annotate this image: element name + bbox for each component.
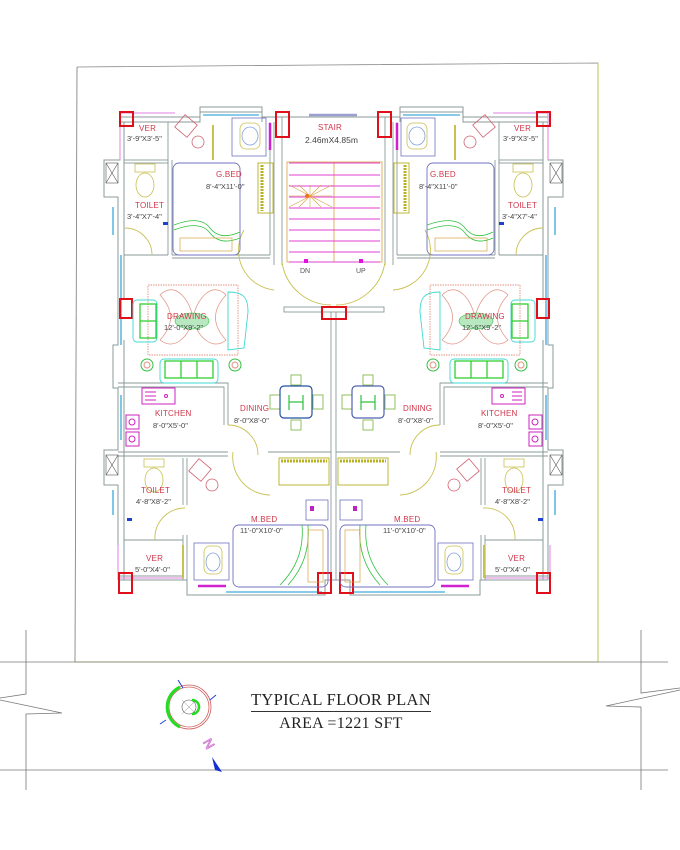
left-g-bed-dimension: 8'-4"X11'-0" bbox=[206, 182, 245, 191]
left-drawing-dimension: 12'-0"X9'-2" bbox=[164, 323, 204, 332]
left-m-bed-dimension: 11'-0"X10'-0" bbox=[240, 526, 283, 535]
left-ver-top-dimension: 3'-9"X3'-5" bbox=[127, 134, 162, 143]
staircase bbox=[286, 161, 383, 263]
right-dining-dimension: 8'-0"X8'-0" bbox=[398, 416, 433, 425]
left-g-bed-label: G.BED bbox=[216, 170, 242, 179]
drawing-room-furniture bbox=[132, 284, 536, 384]
right-drawing-dimension: 12'-6"X9'-2" bbox=[462, 323, 502, 332]
right-ver-top-label: VER bbox=[514, 124, 532, 133]
right-toilet-bottom-dimension: 4'-8"X8'-2" bbox=[495, 497, 530, 506]
north-compass-icon: N bbox=[159, 679, 222, 772]
taps bbox=[127, 222, 543, 521]
wardrobes bbox=[257, 162, 410, 486]
right-ver-bottom-dimension: 5'-0"X4'-0" bbox=[495, 565, 530, 574]
left-toilet-bottom-label: TOILET bbox=[141, 486, 171, 495]
stair-label: STAIR bbox=[318, 123, 342, 132]
left-kitchen-label: KITCHEN bbox=[155, 409, 192, 418]
left-dining-dimension: 8'-0"X8'-0" bbox=[234, 416, 269, 425]
right-toilet-top-label: TOILET bbox=[508, 201, 538, 210]
left-ver-top-label: VER bbox=[139, 124, 157, 133]
stair-down-label: DN bbox=[300, 268, 311, 275]
toilets-fixtures bbox=[134, 163, 534, 493]
right-m-bed-label: M.BED bbox=[394, 515, 421, 524]
stair-up-label: UP bbox=[356, 268, 366, 275]
dining-tables bbox=[269, 374, 396, 431]
stair-dimension: 2.46mX4.85m bbox=[305, 135, 358, 145]
left-ver-bottom-dimension: 5'-0"X4'-0" bbox=[135, 565, 170, 574]
right-g-bed-dimension: 8'-4"X11'-0" bbox=[419, 182, 458, 191]
right-kitchen-dimension: 8'-0"X5'-0" bbox=[478, 421, 513, 430]
interior-walls bbox=[118, 117, 548, 580]
right-kitchen-label: KITCHEN bbox=[481, 409, 518, 418]
door-swings bbox=[124, 125, 544, 578]
right-drawing-label: DRAWING bbox=[465, 312, 505, 321]
right-ver-bottom-label: VER bbox=[508, 554, 526, 563]
beds bbox=[172, 162, 495, 588]
structural-columns bbox=[118, 111, 551, 594]
road-outline bbox=[0, 630, 680, 790]
shafts bbox=[105, 162, 563, 476]
left-toilet-top-dimension: 3'-4"X7'-4" bbox=[127, 212, 162, 221]
drawing-title-block: TYPICAL FLOOR PLAN AREA =1221 SFT bbox=[244, 690, 438, 733]
left-ver-bottom-label: VER bbox=[146, 554, 164, 563]
svg-text:N: N bbox=[200, 736, 218, 752]
left-m-bed-label: M.BED bbox=[251, 515, 278, 524]
left-toilet-bottom-dimension: 4'-8"X8'-2" bbox=[136, 497, 171, 506]
left-toilet-top-label: TOILET bbox=[135, 201, 165, 210]
left-kitchen-dimension: 8'-0"X5'-0" bbox=[153, 421, 188, 430]
armchairs bbox=[174, 114, 496, 492]
right-toilet-top-dimension: 3'-4"X7'-4" bbox=[502, 212, 537, 221]
left-drawing-label: DRAWING bbox=[167, 312, 207, 321]
right-g-bed-label: G.BED bbox=[430, 170, 456, 179]
desks bbox=[193, 117, 474, 588]
left-dining-label: DINING bbox=[240, 404, 270, 413]
right-m-bed-dimension: 11'-0"X10'-0" bbox=[383, 526, 426, 535]
kitchen-fixtures bbox=[125, 387, 543, 447]
drawing-title: TYPICAL FLOOR PLAN bbox=[251, 690, 431, 712]
right-dining-label: DINING bbox=[403, 404, 433, 413]
drawing-area: AREA =1221 SFT bbox=[279, 715, 403, 732]
right-ver-top-dimension: 3'-9"X3'-5" bbox=[503, 134, 538, 143]
right-toilet-bottom-label: TOILET bbox=[502, 486, 532, 495]
